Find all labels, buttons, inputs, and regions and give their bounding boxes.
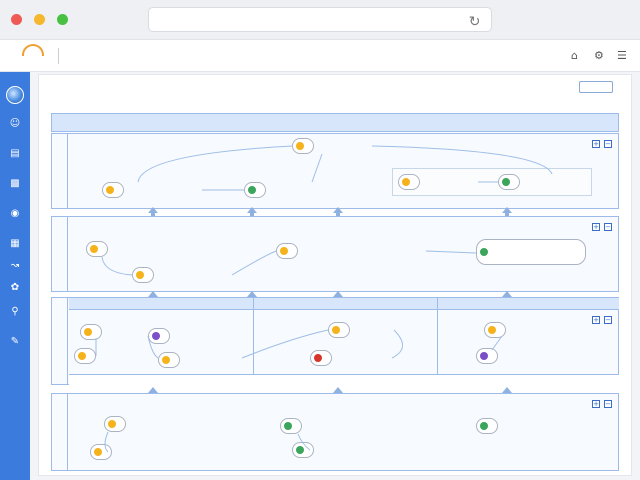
app-header: ⌂ ⚙ ☰	[0, 40, 640, 72]
gear-icon[interactable]: ⚙	[594, 49, 604, 62]
close-window-dot[interactable]	[11, 14, 22, 25]
strategy-node[interactable]	[476, 239, 586, 265]
bar-chart-icon[interactable]: ▩	[10, 178, 20, 189]
up-arrow	[148, 387, 158, 393]
strategy-node[interactable]	[148, 328, 170, 344]
collapse-button[interactable]: −	[604, 400, 612, 408]
strategy-node[interactable]	[104, 416, 126, 432]
strategy-node[interactable]	[80, 324, 102, 340]
strategy-node[interactable]	[102, 182, 124, 198]
up-arrow	[502, 291, 512, 297]
maximize-window-dot[interactable]	[57, 14, 68, 25]
main-panel: 奇绩云科 +− +−	[38, 74, 632, 476]
collapse-button[interactable]: −	[604, 140, 612, 148]
finance-label	[52, 134, 68, 208]
up-arrow	[502, 207, 512, 213]
internal-label	[52, 298, 68, 384]
strategy-node[interactable]	[476, 348, 498, 364]
strategy-node[interactable]	[132, 267, 154, 283]
id-card-icon[interactable]: ▤	[10, 148, 20, 159]
column-header	[438, 298, 619, 310]
up-arrow	[148, 291, 158, 297]
strategy-node[interactable]	[292, 138, 314, 154]
strategy-node[interactable]	[476, 418, 498, 434]
collapse-button[interactable]: −	[604, 316, 612, 324]
edit-icon[interactable]: ✎	[10, 336, 20, 347]
up-arrow	[247, 291, 257, 297]
strategy-node[interactable]	[244, 182, 266, 198]
menu-icon[interactable]: ☰	[617, 49, 627, 62]
header-divider	[58, 48, 59, 64]
strategy-node[interactable]	[398, 174, 420, 190]
company-logo	[8, 42, 56, 70]
strategy-node[interactable]	[484, 322, 506, 338]
target-icon[interactable]: ◉	[10, 208, 20, 219]
avatar[interactable]	[6, 86, 24, 104]
strategy-map-header	[51, 113, 619, 132]
strategy-node[interactable]	[280, 418, 302, 434]
org-chart-icon[interactable]: ▦	[10, 238, 20, 249]
sidebar: ☺ ▤ ▩ ◉ ▦ ↝ ✿ ⚲ ✎	[0, 72, 30, 480]
strategy-node[interactable]	[498, 174, 520, 190]
learning-label	[52, 394, 68, 470]
coordination-bar	[69, 374, 619, 385]
section-internal: +−	[51, 297, 619, 385]
address-bar[interactable]: ↻	[148, 7, 492, 32]
reload-icon[interactable]: ↻	[468, 14, 481, 30]
strategy-node[interactable]	[158, 352, 180, 368]
up-arrow	[247, 207, 257, 213]
browser-chrome: ↻	[0, 0, 640, 40]
up-arrow	[333, 387, 343, 393]
strategy-node[interactable]	[276, 243, 298, 259]
expand-button[interactable]: +	[592, 223, 600, 231]
collapse-button[interactable]: −	[604, 223, 612, 231]
search-doc-icon[interactable]: ⚲	[11, 306, 19, 317]
strategy-node[interactable]	[328, 322, 350, 338]
strategy-node[interactable]	[310, 350, 332, 366]
section-customer: +−	[51, 216, 619, 292]
up-arrow	[502, 387, 512, 393]
minimize-window-dot[interactable]	[34, 14, 45, 25]
up-arrow	[148, 207, 158, 213]
column-header	[69, 298, 253, 310]
expand-button[interactable]: +	[592, 400, 600, 408]
strategy-node[interactable]	[90, 444, 112, 460]
strategy-node[interactable]	[74, 348, 96, 364]
award-icon[interactable]: ✿	[10, 282, 20, 293]
strategy-node[interactable]	[292, 442, 314, 458]
home-icon[interactable]: ⌂	[571, 49, 578, 62]
trend-chart-icon[interactable]: ↝	[10, 260, 20, 271]
up-arrow	[333, 207, 343, 213]
expand-button[interactable]: +	[592, 316, 600, 324]
node-group	[392, 168, 592, 196]
section-finance: +−	[51, 133, 619, 209]
expand-button[interactable]: +	[592, 140, 600, 148]
column-header	[254, 298, 437, 310]
strategy-node[interactable]	[86, 241, 108, 257]
up-arrow	[333, 291, 343, 297]
customer-label	[52, 217, 68, 291]
section-learning: +−	[51, 393, 619, 471]
user-icon[interactable]: ☺	[9, 118, 21, 129]
back-button[interactable]	[579, 81, 613, 93]
